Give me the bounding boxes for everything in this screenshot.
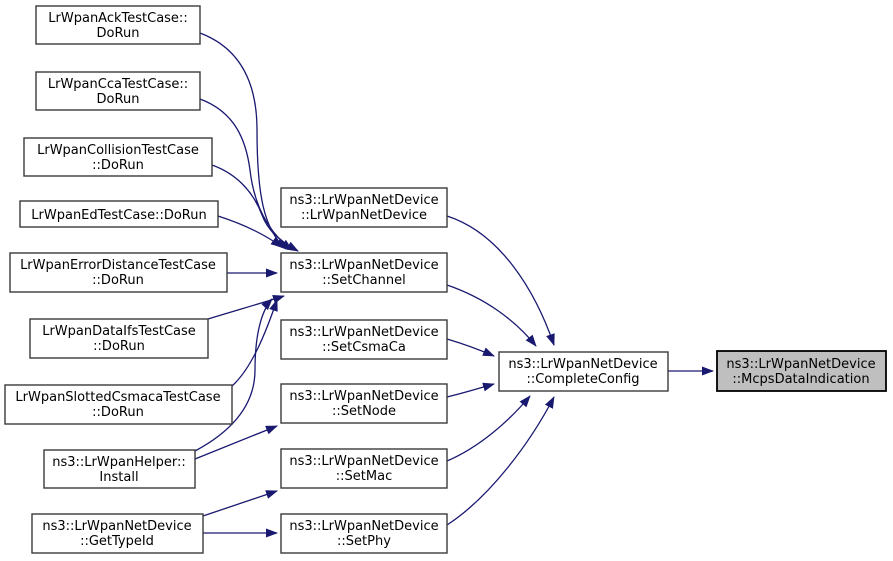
svg-text:::DoRun: ::DoRun <box>93 339 145 354</box>
edge-setmac-to-completeconfig <box>446 395 531 462</box>
svg-text:::DoRun: ::DoRun <box>92 273 144 288</box>
svg-text:::SetCsmaCa: ::SetCsmaCa <box>322 340 406 355</box>
edge-slottedcsmaca-dorun-to-setchannel <box>231 299 278 387</box>
edges-layer <box>194 32 714 538</box>
svg-text:::SetChannel: ::SetChannel <box>322 273 405 288</box>
svg-text:ns3::LrWpanNetDevice: ns3::LrWpanNetDevice <box>508 357 657 372</box>
svg-text:LrWpanSlottedCsmacaTestCase: LrWpanSlottedCsmacaTestCase <box>15 390 220 405</box>
node-slottedcsmaca-dorun[interactable]: LrWpanSlottedCsmacaTestCase ::DoRun <box>4 384 233 425</box>
edge-install-to-setchannel <box>194 298 273 452</box>
svg-text:ns3::LrWpanNetDevice: ns3::LrWpanNetDevice <box>289 389 438 404</box>
svg-text:ns3::LrWpanNetDevice: ns3::LrWpanNetDevice <box>289 325 438 340</box>
node-gettypeid[interactable]: ns3::LrWpanNetDevice ::GetTypeId <box>31 513 204 554</box>
svg-text:LrWpanDataIfsTestCase: LrWpanDataIfsTestCase <box>42 324 196 339</box>
edge-setphy-to-completeconfig <box>446 396 555 526</box>
svg-text:::DoRun: ::DoRun <box>92 158 144 173</box>
svg-text:Install: Install <box>99 470 138 485</box>
edge-setcsmaca-to-completeconfig <box>446 338 495 357</box>
node-collision-dorun[interactable]: LrWpanCollisionTestCase ::DoRun <box>23 137 213 177</box>
nodes-layer: LrWpanAckTestCase:: DoRun LrWpanCcaTestC… <box>4 5 887 554</box>
node-completeconfig[interactable]: ns3::LrWpanNetDevice ::CompleteConfig <box>498 351 669 392</box>
node-constructor[interactable]: ns3::LrWpanNetDevice ::LrWpanNetDevice <box>280 187 448 228</box>
svg-text:ns3::LrWpanNetDevice: ns3::LrWpanNetDevice <box>289 519 438 534</box>
svg-text:ns3::LrWpanNetDevice: ns3::LrWpanNetDevice <box>289 454 438 469</box>
node-setmac[interactable]: ns3::LrWpanNetDevice ::SetMac <box>280 448 448 489</box>
svg-text:::LrWpanNetDevice: ::LrWpanNetDevice <box>301 208 427 223</box>
edge-gettypeid-to-setmac <box>202 490 278 517</box>
node-mcpsdataindication: ns3::LrWpanNetDevice ::McpsDataIndicatio… <box>716 350 887 392</box>
node-cca-dorun[interactable]: LrWpanCcaTestCase:: DoRun <box>35 71 201 111</box>
node-dataifs-dorun[interactable]: LrWpanDataIfsTestCase ::DoRun <box>29 318 209 359</box>
node-helper-install[interactable]: ns3::LrWpanHelper:: Install <box>43 449 196 489</box>
svg-text:LrWpanCollisionTestCase: LrWpanCollisionTestCase <box>37 143 199 158</box>
edge-install-to-setnode <box>194 425 278 460</box>
svg-text:::SetMac: ::SetMac <box>336 469 392 484</box>
edge-cca-dorun-to-setchannel <box>199 98 293 251</box>
svg-text:ns3::LrWpanHelper::: ns3::LrWpanHelper:: <box>52 455 185 470</box>
svg-text:::SetNode: ::SetNode <box>332 404 396 419</box>
svg-text:::DoRun: ::DoRun <box>92 405 144 420</box>
svg-text:::CompleteConfig: ::CompleteConfig <box>526 372 639 387</box>
node-setcsmaca[interactable]: ns3::LrWpanNetDevice ::SetCsmaCa <box>280 319 448 360</box>
svg-text:DoRun: DoRun <box>97 26 140 41</box>
edge-setchannel-to-completeconfig <box>446 284 537 347</box>
svg-text:::SetPhy: ::SetPhy <box>337 534 391 549</box>
svg-text:LrWpanErrorDistanceTestCase: LrWpanErrorDistanceTestCase <box>20 258 216 273</box>
svg-text:LrWpanAckTestCase::: LrWpanAckTestCase:: <box>48 11 187 26</box>
svg-text:::GetTypeId: ::GetTypeId <box>80 534 154 549</box>
svg-text:ns3::LrWpanNetDevice: ns3::LrWpanNetDevice <box>289 258 438 273</box>
node-errordistance-dorun[interactable]: LrWpanErrorDistanceTestCase ::DoRun <box>9 252 228 293</box>
svg-text:LrWpanEdTestCase::DoRun: LrWpanEdTestCase::DoRun <box>31 208 206 223</box>
node-setphy[interactable]: ns3::LrWpanNetDevice ::SetPhy <box>280 513 448 554</box>
svg-text:::McpsDataIndication: ::McpsDataIndication <box>732 372 869 387</box>
edge-setnode-to-completeconfig <box>446 382 495 398</box>
edge-collision-dorun-to-setchannel <box>211 164 299 252</box>
svg-text:ns3::LrWpanNetDevice: ns3::LrWpanNetDevice <box>726 357 875 372</box>
svg-text:ns3::LrWpanNetDevice: ns3::LrWpanNetDevice <box>42 519 191 534</box>
node-setchannel[interactable]: ns3::LrWpanNetDevice ::SetChannel <box>280 252 448 293</box>
node-setnode[interactable]: ns3::LrWpanNetDevice ::SetNode <box>280 383 448 424</box>
svg-text:DoRun: DoRun <box>97 92 140 107</box>
node-ed-dorun[interactable]: LrWpanEdTestCase::DoRun <box>19 200 219 228</box>
edge-constructor-to-completeconfig <box>446 215 555 346</box>
svg-text:ns3::LrWpanNetDevice: ns3::LrWpanNetDevice <box>289 193 438 208</box>
edge-dataifs-dorun-to-setchannel <box>207 295 285 320</box>
edge-ed-dorun-to-setchannel <box>217 215 283 248</box>
svg-text:LrWpanCcaTestCase::: LrWpanCcaTestCase:: <box>48 77 188 92</box>
node-ack-dorun[interactable]: LrWpanAckTestCase:: DoRun <box>35 5 201 45</box>
